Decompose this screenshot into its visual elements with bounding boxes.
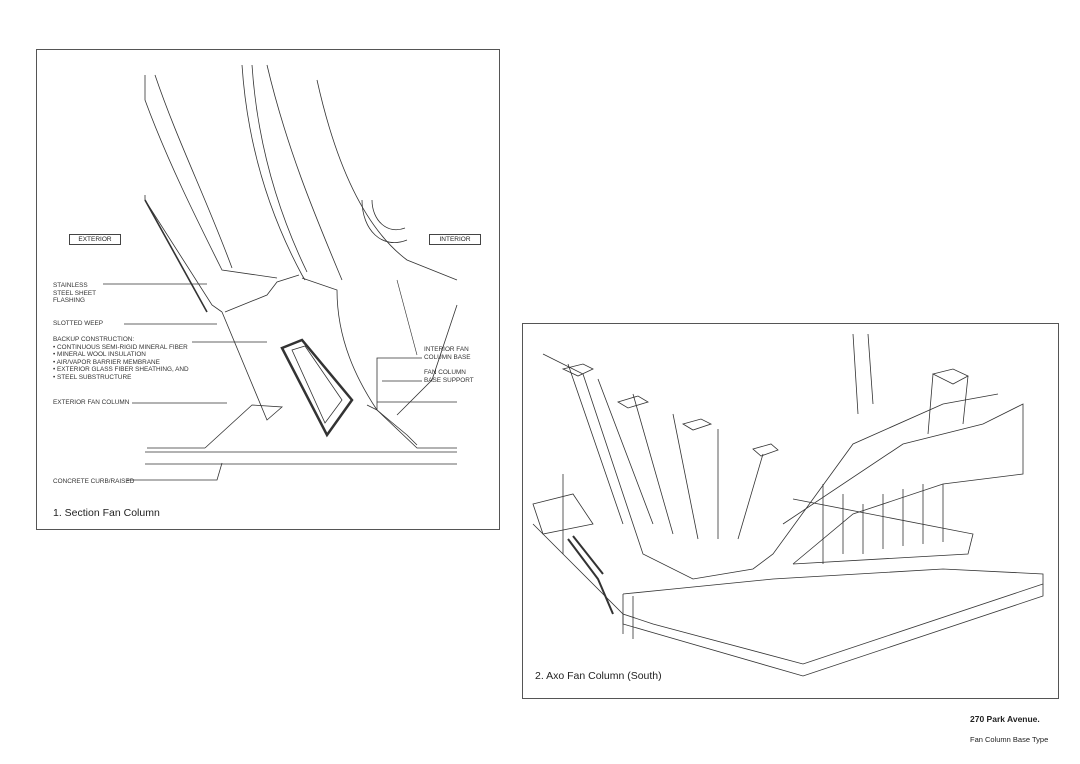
exterior-tag: EXTERIOR <box>69 234 121 245</box>
label-ext-column: EXTERIOR FAN COLUMN <box>53 399 130 406</box>
label-int-base: INTERIOR FAN COLUMN BASE <box>424 346 471 361</box>
label-base-support: FAN COLUMN BASE SUPPORT <box>424 369 474 384</box>
label-backup: BACKUP CONSTRUCTION: • CONTINUOUS SEMI-R… <box>53 336 189 381</box>
section-caption: 1. Section Fan Column <box>53 507 160 519</box>
axo-linework <box>532 333 1044 677</box>
interior-tag: INTERIOR <box>429 234 481 245</box>
label-curb: CONCRETE CURB/RAISED <box>53 478 135 485</box>
section-linework <box>103 64 458 481</box>
label-weep: SLOTTED WEEP <box>53 320 104 327</box>
sheet-title: 270 Park Avenue. <box>970 714 1040 724</box>
axo-drawing-panel: 2. Axo Fan Column (South) <box>522 323 1059 699</box>
label-flashing: STAINLESS STEEL SHEET FLASHING <box>53 282 97 305</box>
axo-caption: 2. Axo Fan Column (South) <box>535 670 662 682</box>
sheet-subtitle: Fan Column Base Type <box>970 735 1049 744</box>
section-drawing-panel: EXTERIOR INTERIOR STAINLESS STEEL SHEET … <box>36 49 500 530</box>
